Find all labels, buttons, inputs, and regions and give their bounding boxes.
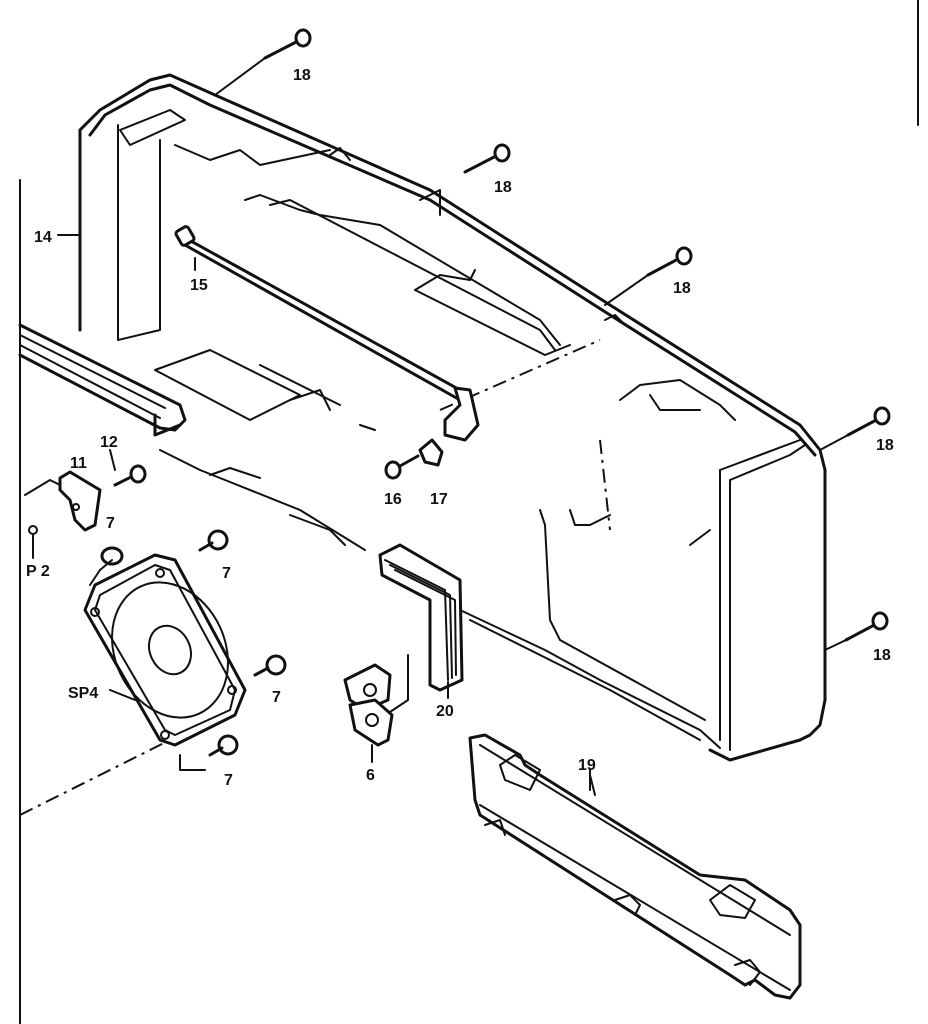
leader-18-e	[824, 639, 847, 651]
callout-14: 14	[34, 229, 52, 246]
p2-marker	[28, 525, 38, 535]
leader-18-d	[819, 434, 849, 451]
centerline-1	[19, 739, 171, 816]
callout-18-c: 18	[673, 280, 691, 297]
screw-part-7-d	[208, 734, 239, 757]
leader-7-group	[89, 569, 206, 771]
callout-18-d: 18	[876, 437, 894, 454]
callout-7-a: 7	[106, 515, 115, 532]
callout-18-b: 18	[494, 179, 512, 196]
callout-18-a: 18	[293, 67, 311, 84]
callout-7-c: 7	[272, 689, 281, 706]
callout-12: 12	[100, 434, 118, 451]
callout-sp4: SP4	[68, 685, 98, 702]
callout-7-d: 7	[224, 772, 233, 789]
rod-part-15	[174, 225, 480, 442]
screw-part-12	[113, 464, 147, 487]
callout-11: 11	[70, 455, 87, 472]
screw-part-7-c	[253, 654, 287, 677]
callout-6: 6	[366, 767, 375, 784]
leader-11	[24, 479, 61, 496]
callout-18-e: 18	[873, 647, 891, 664]
front-grille-strip	[18, 323, 187, 437]
callout-p2: P 2	[26, 563, 50, 580]
bracket-part-11	[58, 470, 102, 532]
leader-12	[109, 449, 116, 471]
screw-part-18-c	[646, 246, 693, 277]
flat-cable-part-20	[378, 543, 464, 692]
callout-15: 15	[190, 277, 208, 294]
leader-sp4	[109, 689, 136, 701]
speaker-sp4	[83, 553, 247, 747]
screw-part-18-a	[263, 28, 312, 60]
leader-18-c	[604, 274, 649, 306]
rail-part-19	[468, 733, 802, 1000]
screw-part-16	[384, 454, 420, 480]
screw-part-18-e	[844, 611, 889, 642]
screw-part-18-d	[846, 406, 891, 437]
leader-18-a	[214, 57, 266, 96]
screw-part-18-b	[463, 143, 511, 174]
bracket-part-6	[343, 654, 409, 747]
callout-7-b: 7	[222, 565, 231, 582]
bracket-hole	[72, 503, 80, 511]
clip-part-17	[418, 438, 444, 467]
callout-19: 19	[578, 757, 596, 774]
callout-17: 17	[430, 491, 448, 508]
screw-part-7-a	[99, 546, 124, 571]
screw-part-7-b	[198, 529, 229, 552]
callout-16: 16	[384, 491, 402, 508]
cabinet-back-part-14	[78, 73, 827, 762]
callout-20: 20	[436, 703, 454, 720]
